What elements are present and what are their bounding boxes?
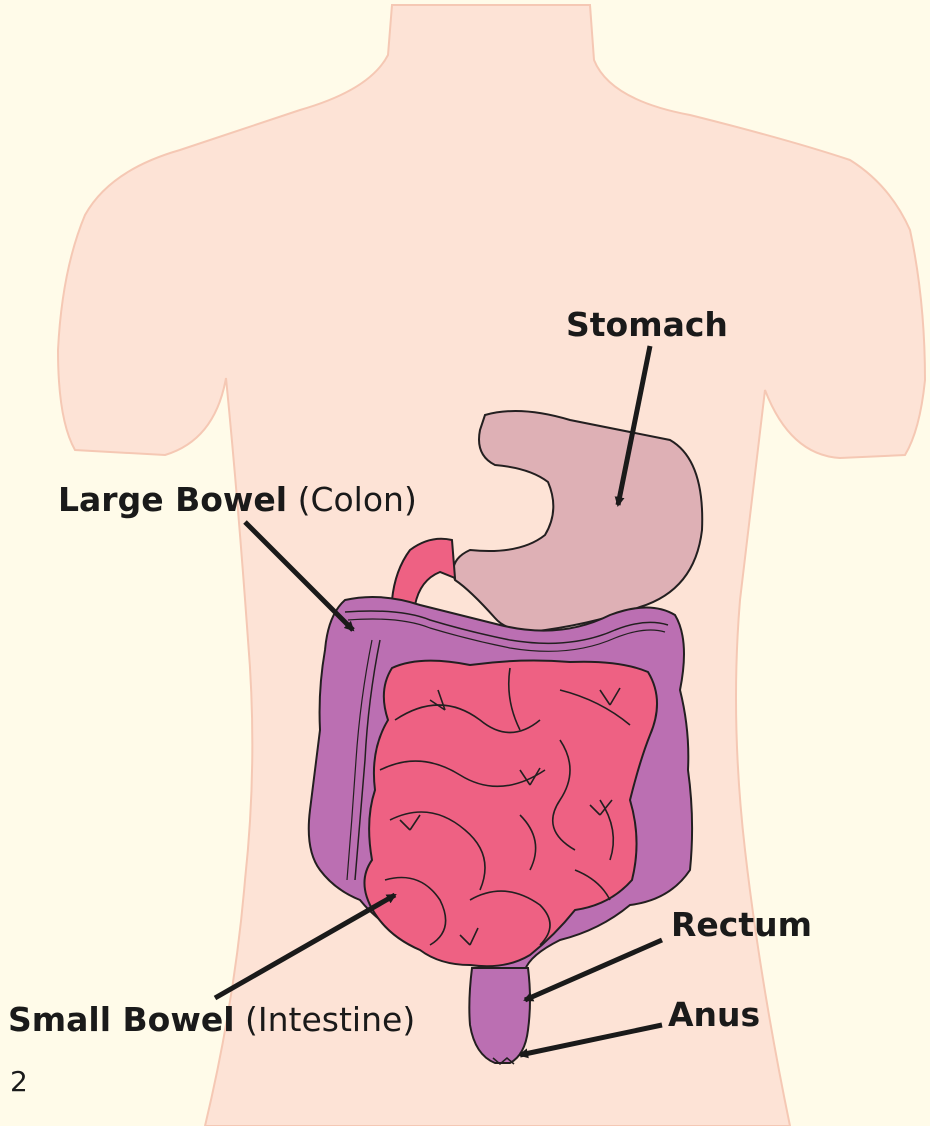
small-bowel-label-sub: (Intestine)	[235, 1000, 416, 1039]
stomach-label: Stomach	[566, 308, 728, 341]
rectum-organ	[469, 968, 530, 1063]
page-number: 2	[10, 1068, 28, 1096]
large-bowel-label-bold: Large Bowel	[58, 480, 287, 519]
small-bowel-label: Small Bowel (Intestine)	[8, 1003, 415, 1036]
large-bowel-label-sub: (Colon)	[287, 480, 417, 519]
small-bowel-label-bold: Small Bowel	[8, 1000, 235, 1039]
large-bowel-label: Large Bowel (Colon)	[58, 483, 417, 516]
anus-label: Anus	[668, 998, 760, 1031]
rectum-label: Rectum	[671, 908, 812, 941]
